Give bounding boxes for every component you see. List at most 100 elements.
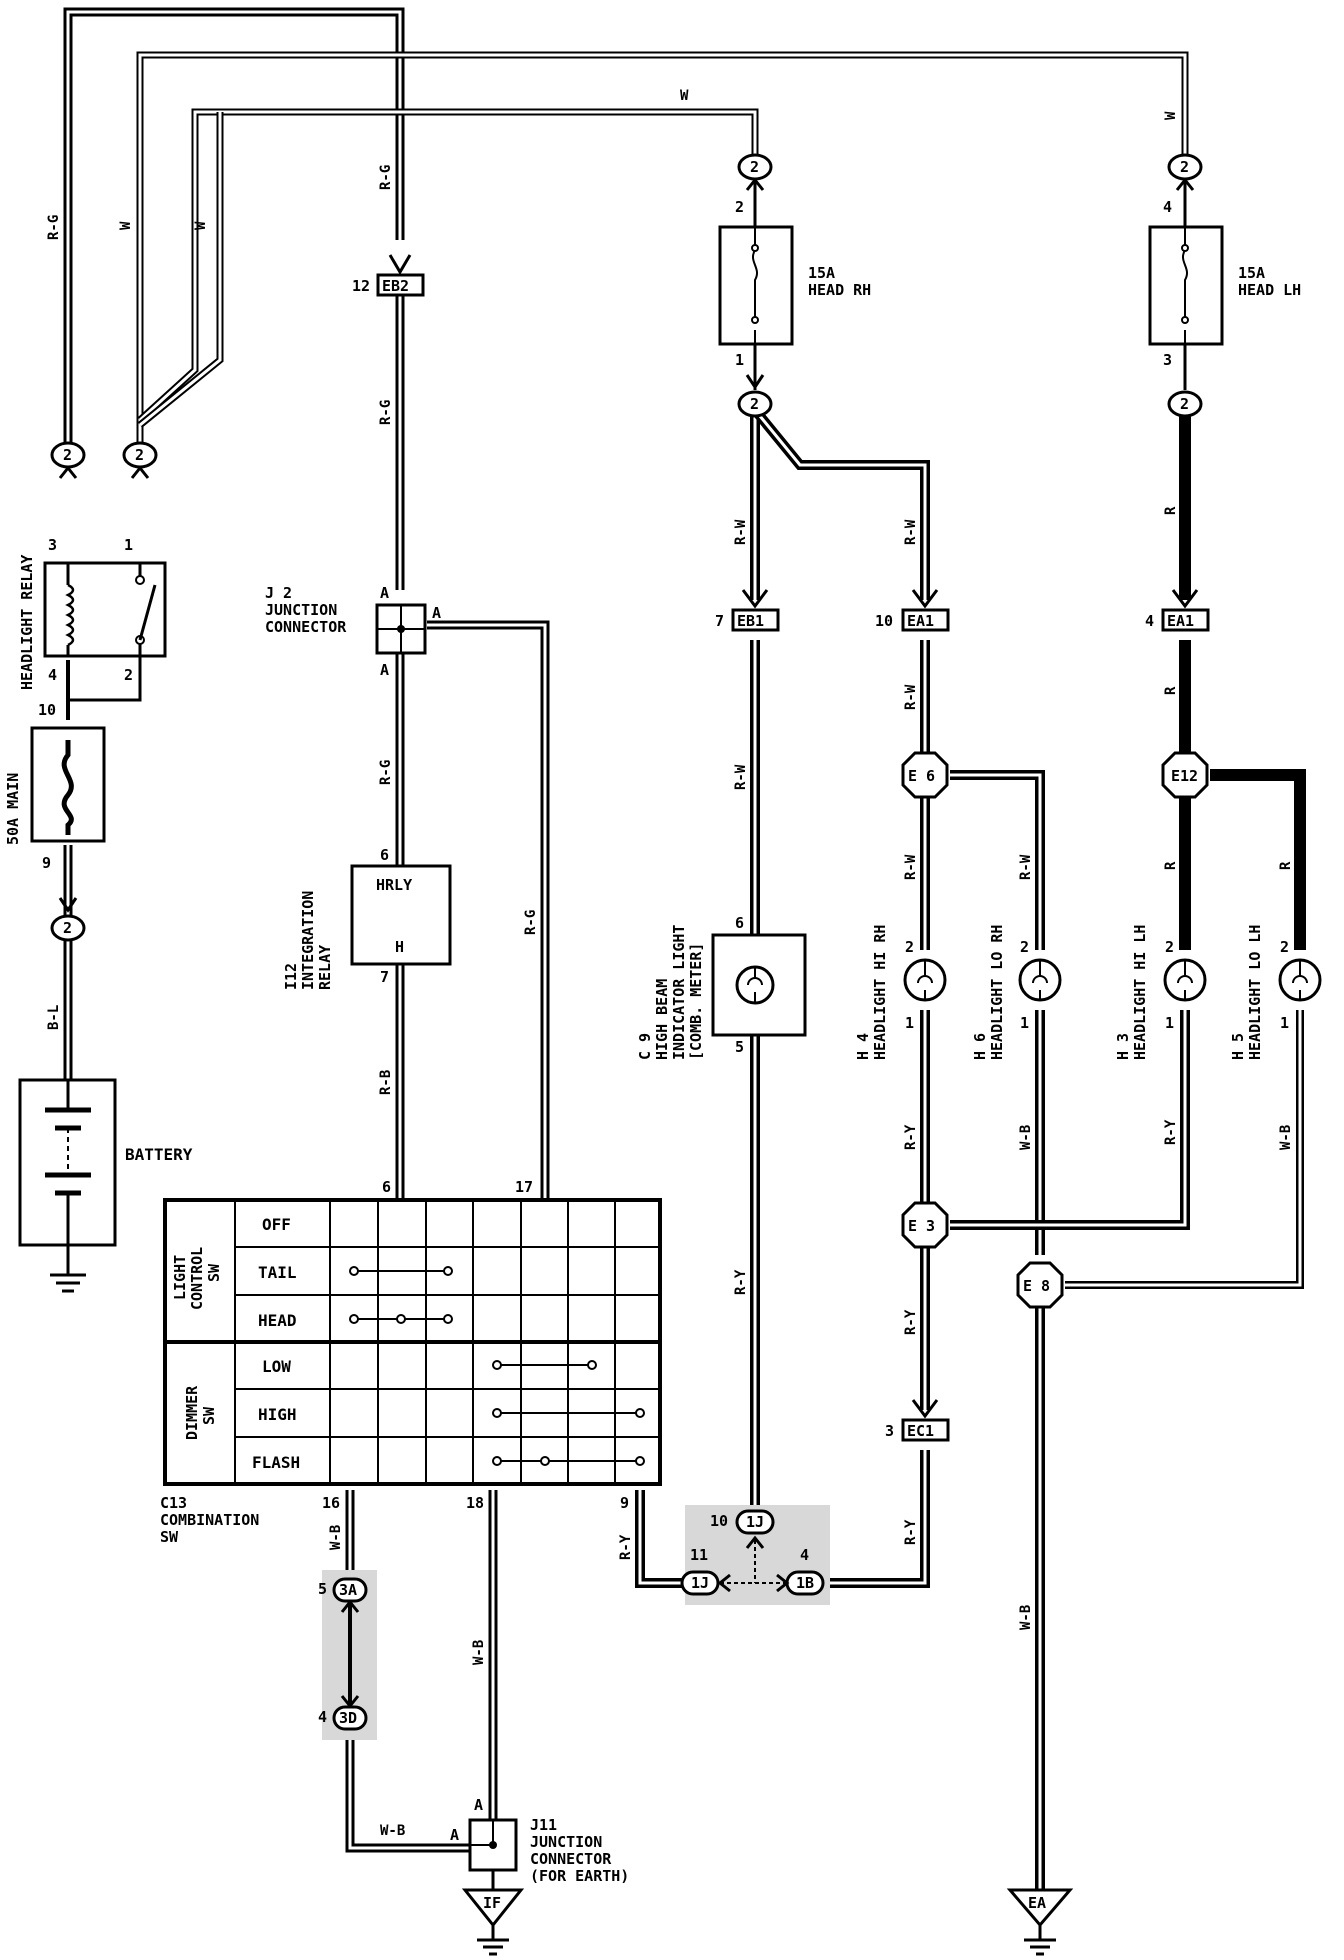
svg-text:HIGH BEAM: HIGH BEAM bbox=[653, 979, 671, 1060]
svg-text:R-Y: R-Y bbox=[903, 1124, 919, 1150]
connector-1b: 1B bbox=[785, 1570, 825, 1596]
svg-text:R-G: R-G bbox=[378, 400, 394, 425]
svg-text:10: 10 bbox=[38, 701, 56, 719]
svg-text:R: R bbox=[1163, 506, 1179, 515]
wires bbox=[63, 7, 1306, 1890]
bulb-h3 bbox=[1163, 958, 1207, 1002]
connector-1j-left: 1J bbox=[680, 1570, 720, 1596]
fuse-link-icon bbox=[61, 740, 74, 835]
svg-text:W-B: W-B bbox=[1018, 1125, 1034, 1150]
svg-text:R-W: R-W bbox=[733, 519, 749, 545]
svg-text:IF: IF bbox=[483, 1894, 501, 1912]
headlight-bulbs: 2 1 2 1 2 1 2 1 H 4 HEADLIGHT HI RH H 6 … bbox=[854, 925, 1322, 1060]
svg-text:3A: 3A bbox=[339, 1581, 357, 1599]
svg-text:E 6: E 6 bbox=[908, 767, 935, 785]
svg-text:EC1: EC1 bbox=[907, 1422, 934, 1440]
svg-text:4: 4 bbox=[1163, 198, 1172, 216]
svg-text:W-B: W-B bbox=[328, 1525, 344, 1550]
svg-text:A: A bbox=[450, 1826, 459, 1844]
svg-text:H 6: H 6 bbox=[971, 1033, 989, 1060]
svg-text:2: 2 bbox=[135, 446, 144, 464]
svg-text:HRLY: HRLY bbox=[376, 876, 412, 894]
svg-text:W-B: W-B bbox=[1278, 1125, 1294, 1150]
svg-text:HEADLIGHT LO LH: HEADLIGHT LO LH bbox=[1246, 925, 1264, 1060]
svg-text:EA1: EA1 bbox=[907, 612, 934, 630]
svg-text:INDICATOR LIGHT: INDICATOR LIGHT bbox=[670, 925, 688, 1060]
fuse-head-lh: 15A HEAD LH 4 3 bbox=[1148, 198, 1301, 369]
connector-1j-top: 1J bbox=[735, 1509, 775, 1535]
arrow-left-icon bbox=[717, 1573, 731, 1593]
connector-eb1: EB1 7 bbox=[715, 589, 780, 632]
ground-ea: EA bbox=[1006, 1888, 1074, 1956]
connector-oval: 2 bbox=[737, 390, 773, 418]
wire-rg-top bbox=[63, 7, 405, 455]
connectors-3a-3d: 3A 3D 5 4 bbox=[318, 1577, 368, 1731]
connector-oval: 2 bbox=[122, 441, 158, 469]
svg-text:11: 11 bbox=[690, 1546, 708, 1564]
high-beam-indicator: 6 5 C 9 HIGH BEAM INDICATOR LIGHT [COMB.… bbox=[636, 914, 807, 1060]
svg-text:H 5: H 5 bbox=[1229, 1033, 1247, 1060]
svg-text:C 9: C 9 bbox=[636, 1033, 654, 1060]
svg-text:W-B: W-B bbox=[380, 1823, 405, 1839]
svg-text:1J: 1J bbox=[691, 1574, 709, 1592]
svg-text:A: A bbox=[380, 661, 389, 679]
arrow-down-icon bbox=[911, 589, 939, 609]
svg-text:R-Y: R-Y bbox=[903, 1519, 919, 1545]
arrow-down-icon bbox=[58, 374, 765, 913]
svg-text:5: 5 bbox=[735, 1038, 744, 1056]
svg-text:2: 2 bbox=[750, 395, 759, 413]
main-fuse-label: 50A MAIN bbox=[4, 773, 22, 845]
svg-text:9: 9 bbox=[620, 1494, 629, 1512]
connector-oval: 2 bbox=[737, 153, 773, 181]
junction-j2: A A A J 2 JUNCTION CONNECTOR bbox=[265, 584, 441, 679]
svg-text:J11: J11 bbox=[530, 1816, 557, 1834]
svg-text:[COMB. METER]: [COMB. METER] bbox=[687, 943, 705, 1060]
svg-text:1J: 1J bbox=[746, 1513, 764, 1531]
row-off: OFF bbox=[262, 1215, 291, 1234]
splices: E 6 E12 E 3 E 8 bbox=[901, 751, 1209, 1309]
svg-text:2: 2 bbox=[905, 938, 914, 956]
svg-text:C13: C13 bbox=[160, 1494, 187, 1512]
svg-text:R-G: R-G bbox=[378, 760, 394, 785]
svg-text:CONTROL: CONTROL bbox=[188, 1247, 206, 1310]
svg-text:16: 16 bbox=[322, 1494, 340, 1512]
wire-ry-ec1-1b bbox=[815, 1450, 930, 1588]
svg-text:CONNECTOR: CONNECTOR bbox=[265, 618, 347, 636]
svg-text:3: 3 bbox=[885, 1422, 894, 1440]
splice-e8: E 8 bbox=[1016, 1261, 1064, 1309]
svg-text:R-G: R-G bbox=[378, 165, 394, 190]
svg-text:R: R bbox=[1163, 686, 1179, 695]
svg-text:17: 17 bbox=[515, 1178, 533, 1196]
svg-text:I12: I12 bbox=[282, 963, 300, 990]
svg-text:JUNCTION: JUNCTION bbox=[530, 1833, 602, 1851]
svg-text:2: 2 bbox=[63, 446, 72, 464]
wire-w-branch bbox=[137, 112, 224, 428]
svg-text:18: 18 bbox=[466, 1494, 484, 1512]
arrow-up-icon bbox=[58, 177, 1195, 479]
svg-text:2: 2 bbox=[124, 666, 133, 684]
arrow-down-icon bbox=[388, 254, 412, 275]
battery: BATTERY bbox=[18, 1078, 193, 1293]
svg-text:3: 3 bbox=[1163, 351, 1172, 369]
svg-text:R-B: R-B bbox=[378, 1070, 394, 1095]
svg-text:1: 1 bbox=[1280, 1014, 1289, 1032]
connector-oval: 2 bbox=[50, 914, 86, 942]
svg-text:2: 2 bbox=[1180, 158, 1189, 176]
splice-e12: E12 bbox=[1161, 751, 1209, 799]
svg-text:A: A bbox=[380, 584, 389, 602]
svg-text:W: W bbox=[1163, 111, 1179, 120]
headlight-relay: HEADLIGHT RELAY 3 1 4 2 bbox=[18, 536, 167, 690]
fuse-head-rh: 15A HEAD RH 2 1 bbox=[718, 198, 871, 369]
row-head: HEAD bbox=[258, 1311, 297, 1330]
relay-coil-icon bbox=[65, 583, 75, 647]
svg-text:COMBINATION: COMBINATION bbox=[160, 1511, 259, 1529]
main-fuse: 50A MAIN 10 9 bbox=[4, 701, 106, 872]
svg-text:JUNCTION: JUNCTION bbox=[265, 601, 337, 619]
combination-switch-table: LIGHT CONTROL SW DIMMER SW OFF TAIL HEAD… bbox=[160, 1178, 662, 1546]
battery-label: BATTERY bbox=[125, 1145, 193, 1164]
connector-ea1-rh: EA1 10 bbox=[875, 589, 950, 632]
svg-text:4: 4 bbox=[800, 1546, 809, 1564]
svg-text:SW: SW bbox=[205, 1263, 223, 1282]
svg-text:1: 1 bbox=[905, 1014, 914, 1032]
